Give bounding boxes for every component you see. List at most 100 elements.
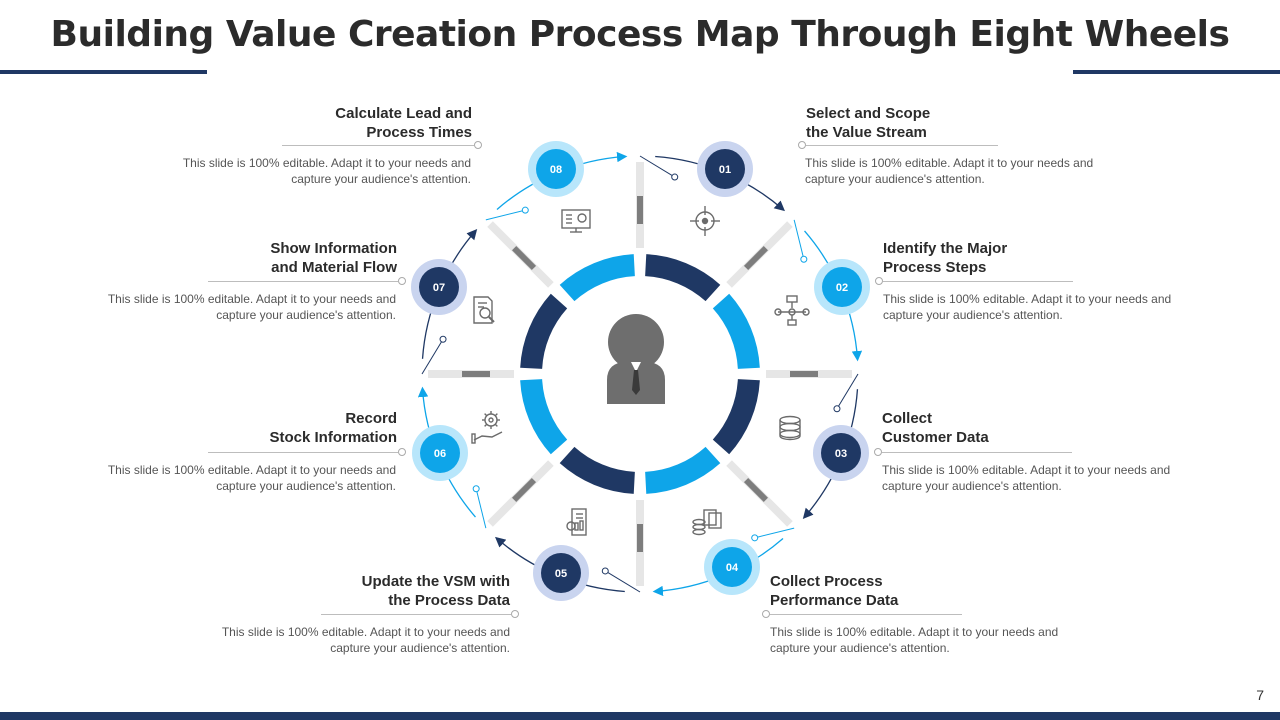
step-01-separator <box>798 141 998 149</box>
person-head <box>608 314 664 370</box>
step-08-desc-line2: capture your audience's attention. <box>291 172 471 186</box>
flow-stub-dot-3 <box>833 405 841 413</box>
step-05-separator <box>321 610 519 618</box>
step-badge-02: 02 <box>814 259 870 315</box>
badge-inner-circle <box>705 149 745 189</box>
step-07-title: Show Information and Material Flow <box>198 239 397 277</box>
step-08-separator <box>282 141 482 149</box>
step-07-description: This slide is 100% editable. Adapt it to… <box>45 291 396 323</box>
badge-number: 08 <box>550 164 562 176</box>
badge-inner-circle <box>536 149 576 189</box>
flowchart-icon <box>774 295 810 326</box>
step-badge-01: 01 <box>697 141 753 197</box>
step-05-title-line1: Update the VSM with <box>361 573 510 590</box>
step-01-title-line1: Select and Scope <box>806 105 931 122</box>
step-06-description: This slide is 100% editable. Adapt it to… <box>45 462 396 494</box>
ring-segment-2 <box>712 293 760 369</box>
divider-mark-4 <box>743 477 768 502</box>
step-04-desc-line1: This slide is 100% editable. Adapt it to… <box>770 625 1059 639</box>
flow-stub-dot-1 <box>671 173 679 181</box>
step-08-title: Calculate Lead and Process Times <box>272 104 472 142</box>
data-stack-icon <box>692 509 722 536</box>
flow-stub-3 <box>836 373 859 409</box>
step-01-title: Select and Scope the Value Stream <box>806 104 1026 142</box>
ring-segment-7 <box>520 293 568 369</box>
badge-inner-circle <box>821 433 861 473</box>
monitor-chart-icon <box>561 209 591 233</box>
step-06-desc-line2: capture your audience's attention. <box>216 479 396 493</box>
step-07-separator <box>208 277 406 285</box>
flow-stub-1 <box>639 155 675 178</box>
step-07-title-line1: Show Information <box>270 240 397 257</box>
step-badge-07: 07 <box>411 259 467 315</box>
badge-inner-circle <box>541 553 581 593</box>
flow-stub-5 <box>605 570 641 593</box>
badge-inner-circle <box>420 433 460 473</box>
step-02-title-line1: Identify the Major <box>883 240 1008 257</box>
flow-stub-dot-7 <box>439 335 447 343</box>
flow-stub-dot-4 <box>751 534 759 542</box>
step-03-desc-line1: This slide is 100% editable. Adapt it to… <box>882 463 1171 477</box>
report-icon <box>566 508 587 536</box>
flow-stub-2 <box>793 219 805 260</box>
step-07-desc-line1: This slide is 100% editable. Adapt it to… <box>107 292 396 306</box>
step-01-description: This slide is 100% editable. Adapt it to… <box>805 155 1165 187</box>
step-01-desc-line1: This slide is 100% editable. Adapt it to… <box>805 156 1094 170</box>
step-08-desc-line1: This slide is 100% editable. Adapt it to… <box>182 156 471 170</box>
step-06-desc-line1: This slide is 100% editable. Adapt it to… <box>107 463 396 477</box>
step-01-desc-line2: capture your audience's attention. <box>805 172 985 186</box>
step-08-description: This slide is 100% editable. Adapt it to… <box>120 155 471 187</box>
target-icon <box>690 206 720 236</box>
step-02-separator <box>875 277 1073 285</box>
person-tie <box>632 370 640 395</box>
ring-segment-5 <box>559 446 635 494</box>
step-02-description: This slide is 100% editable. Adapt it to… <box>883 291 1243 323</box>
step-08-title-line1: Calculate Lead and <box>335 105 472 122</box>
divider-mark-8 <box>512 246 537 271</box>
title-rule-left <box>0 70 207 74</box>
step-03-description: This slide is 100% editable. Adapt it to… <box>882 462 1242 494</box>
badge-inner-circle <box>822 267 862 307</box>
step-badge-03: 03 <box>813 425 869 481</box>
flow-stub-dot-6 <box>472 485 480 493</box>
step-02-title-line2: Process Steps <box>883 259 987 276</box>
step-06-title-line1: Record <box>345 410 397 427</box>
gear-hand-icon <box>471 411 503 444</box>
flow-stub-8 <box>485 209 526 221</box>
step-07-desc-line2: capture your audience's attention. <box>216 308 396 322</box>
step-icons <box>471 206 810 536</box>
step-04-desc-line2: capture your audience's attention. <box>770 641 950 655</box>
step-02-desc-line2: capture your audience's attention. <box>883 308 1063 322</box>
step-08-title-line2: Process Times <box>366 124 472 141</box>
badge-number: 02 <box>836 282 848 294</box>
divider-mark-2 <box>743 246 768 271</box>
badge-number: 04 <box>726 562 739 574</box>
step-05-title: Update the VSM with the Process Data <box>300 572 510 610</box>
document-search-icon <box>473 296 495 324</box>
person-collar <box>631 362 641 372</box>
ring-segment-3 <box>712 379 760 455</box>
step-03-separator <box>874 448 1072 456</box>
step-06-title-line2: Stock Information <box>269 429 397 446</box>
database-icon <box>779 415 801 441</box>
badge-number: 01 <box>719 164 731 176</box>
flow-stub-7 <box>421 339 444 375</box>
step-02-title: Identify the Major Process Steps <box>883 239 1103 277</box>
center-ring <box>520 254 760 494</box>
step-04-title-line2: Performance Data <box>770 592 899 609</box>
step-badge-06: 06 <box>412 425 468 481</box>
step-badge-04: 04 <box>704 539 760 595</box>
ring-segment-6 <box>520 379 568 455</box>
step-05-title-line2: the Process Data <box>388 592 510 609</box>
badge-number: 07 <box>433 282 445 294</box>
step-06-separator <box>208 448 406 456</box>
badge-number: 06 <box>434 448 446 460</box>
badge-number: 03 <box>835 448 847 460</box>
step-03-title: Collect Customer Data <box>882 409 1102 447</box>
step-02-desc-line1: This slide is 100% editable. Adapt it to… <box>883 292 1172 306</box>
slide-title: Building Value Creation Process Map Thro… <box>50 14 1230 55</box>
step-03-title-line2: Customer Data <box>882 429 989 446</box>
step-04-title: Collect Process Performance Data <box>770 572 990 610</box>
